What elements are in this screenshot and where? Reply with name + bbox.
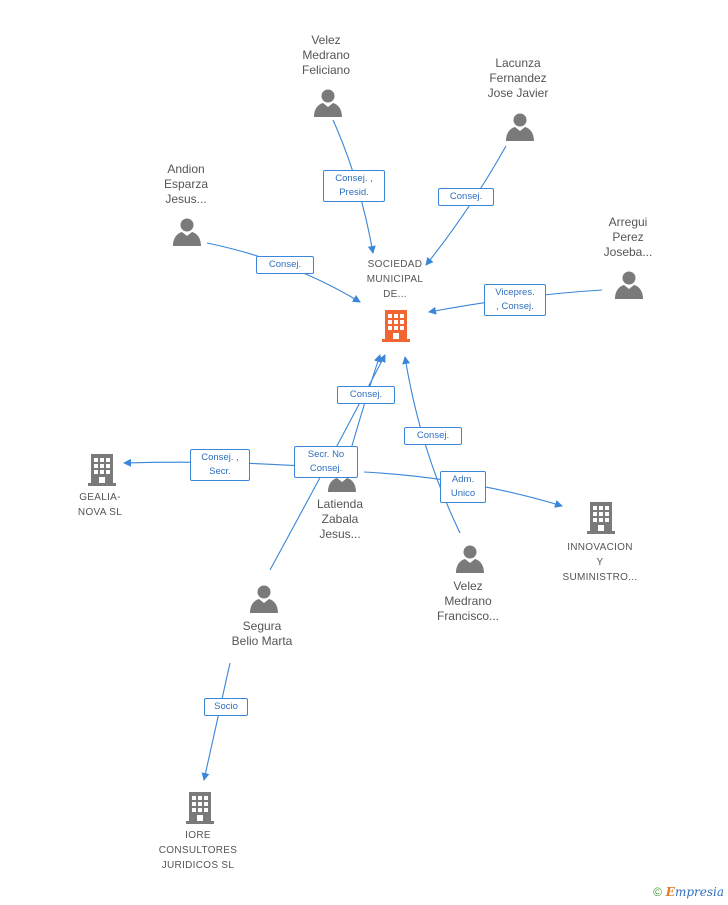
person-icon: [506, 113, 534, 141]
edge-socio: [201, 662, 231, 781]
center-company-icon: [382, 310, 410, 342]
person-label-velez-francisco[interactable]: Velez Medrano Francisco...: [436, 579, 499, 623]
brand-initial: E: [665, 885, 675, 899]
person-label-velez-feliciano[interactable]: Velez Medrano Feliciano: [301, 33, 351, 77]
person-icon: [173, 218, 201, 246]
company-label-iore[interactable]: IORE CONSULTORES JURIDICOS SL: [158, 830, 238, 871]
edge-label-consej-presid[interactable]: Consej. , Presid.: [323, 170, 385, 202]
company-icon: [587, 502, 615, 534]
edge-label-consej-francisco[interactable]: Consej.: [404, 427, 462, 445]
person-icon: [250, 585, 278, 613]
copyright-icon: ©: [653, 885, 662, 899]
person-label-segura[interactable]: Segura Belio Marta: [231, 619, 293, 648]
edge-francisco: [402, 356, 461, 534]
company-icon: [186, 792, 214, 824]
company-label-innovacion[interactable]: INNOVACION Y SUMINISTRO...: [562, 542, 638, 583]
company-icon: [88, 454, 116, 486]
edge-label-secr-no-consej[interactable]: Secr. No Consej.: [294, 446, 358, 478]
person-icon: [314, 89, 342, 117]
center-company-label[interactable]: SOCIEDAD MUNICIPAL DE...: [366, 259, 424, 300]
person-label-latienda[interactable]: Latienda Zabala Jesus...: [316, 497, 364, 541]
edge-label-vicepres-consej[interactable]: Vicepres. , Consej.: [484, 284, 546, 316]
person-icon: [615, 271, 643, 299]
company-label-gealia[interactable]: GEALIA- NOVA SL: [77, 492, 123, 518]
person-label-arregui[interactable]: Arregui Perez Joseba...: [603, 215, 653, 259]
person-label-andion[interactable]: Andion Esparza Jesus...: [163, 162, 209, 206]
person-icon: [456, 545, 484, 573]
edge-label-consej-andion[interactable]: Consej.: [256, 256, 314, 274]
edge-lacunza: [425, 145, 507, 266]
edge-label-consej-latienda[interactable]: Consej.: [337, 386, 395, 404]
edge-label-consej-secr[interactable]: Consej. , Secr.: [190, 449, 250, 481]
person-label-lacunza[interactable]: Lacunza Fernandez Jose Javier: [487, 56, 549, 100]
empresia-logo[interactable]: © Empresia: [653, 885, 724, 899]
edge-label-adm-unico[interactable]: Adm. Unico: [440, 471, 486, 503]
brand-name: mpresia: [674, 885, 724, 899]
edge-label-consej-lacunza[interactable]: Consej.: [438, 188, 494, 206]
edge-label-socio[interactable]: Socio: [204, 698, 248, 716]
